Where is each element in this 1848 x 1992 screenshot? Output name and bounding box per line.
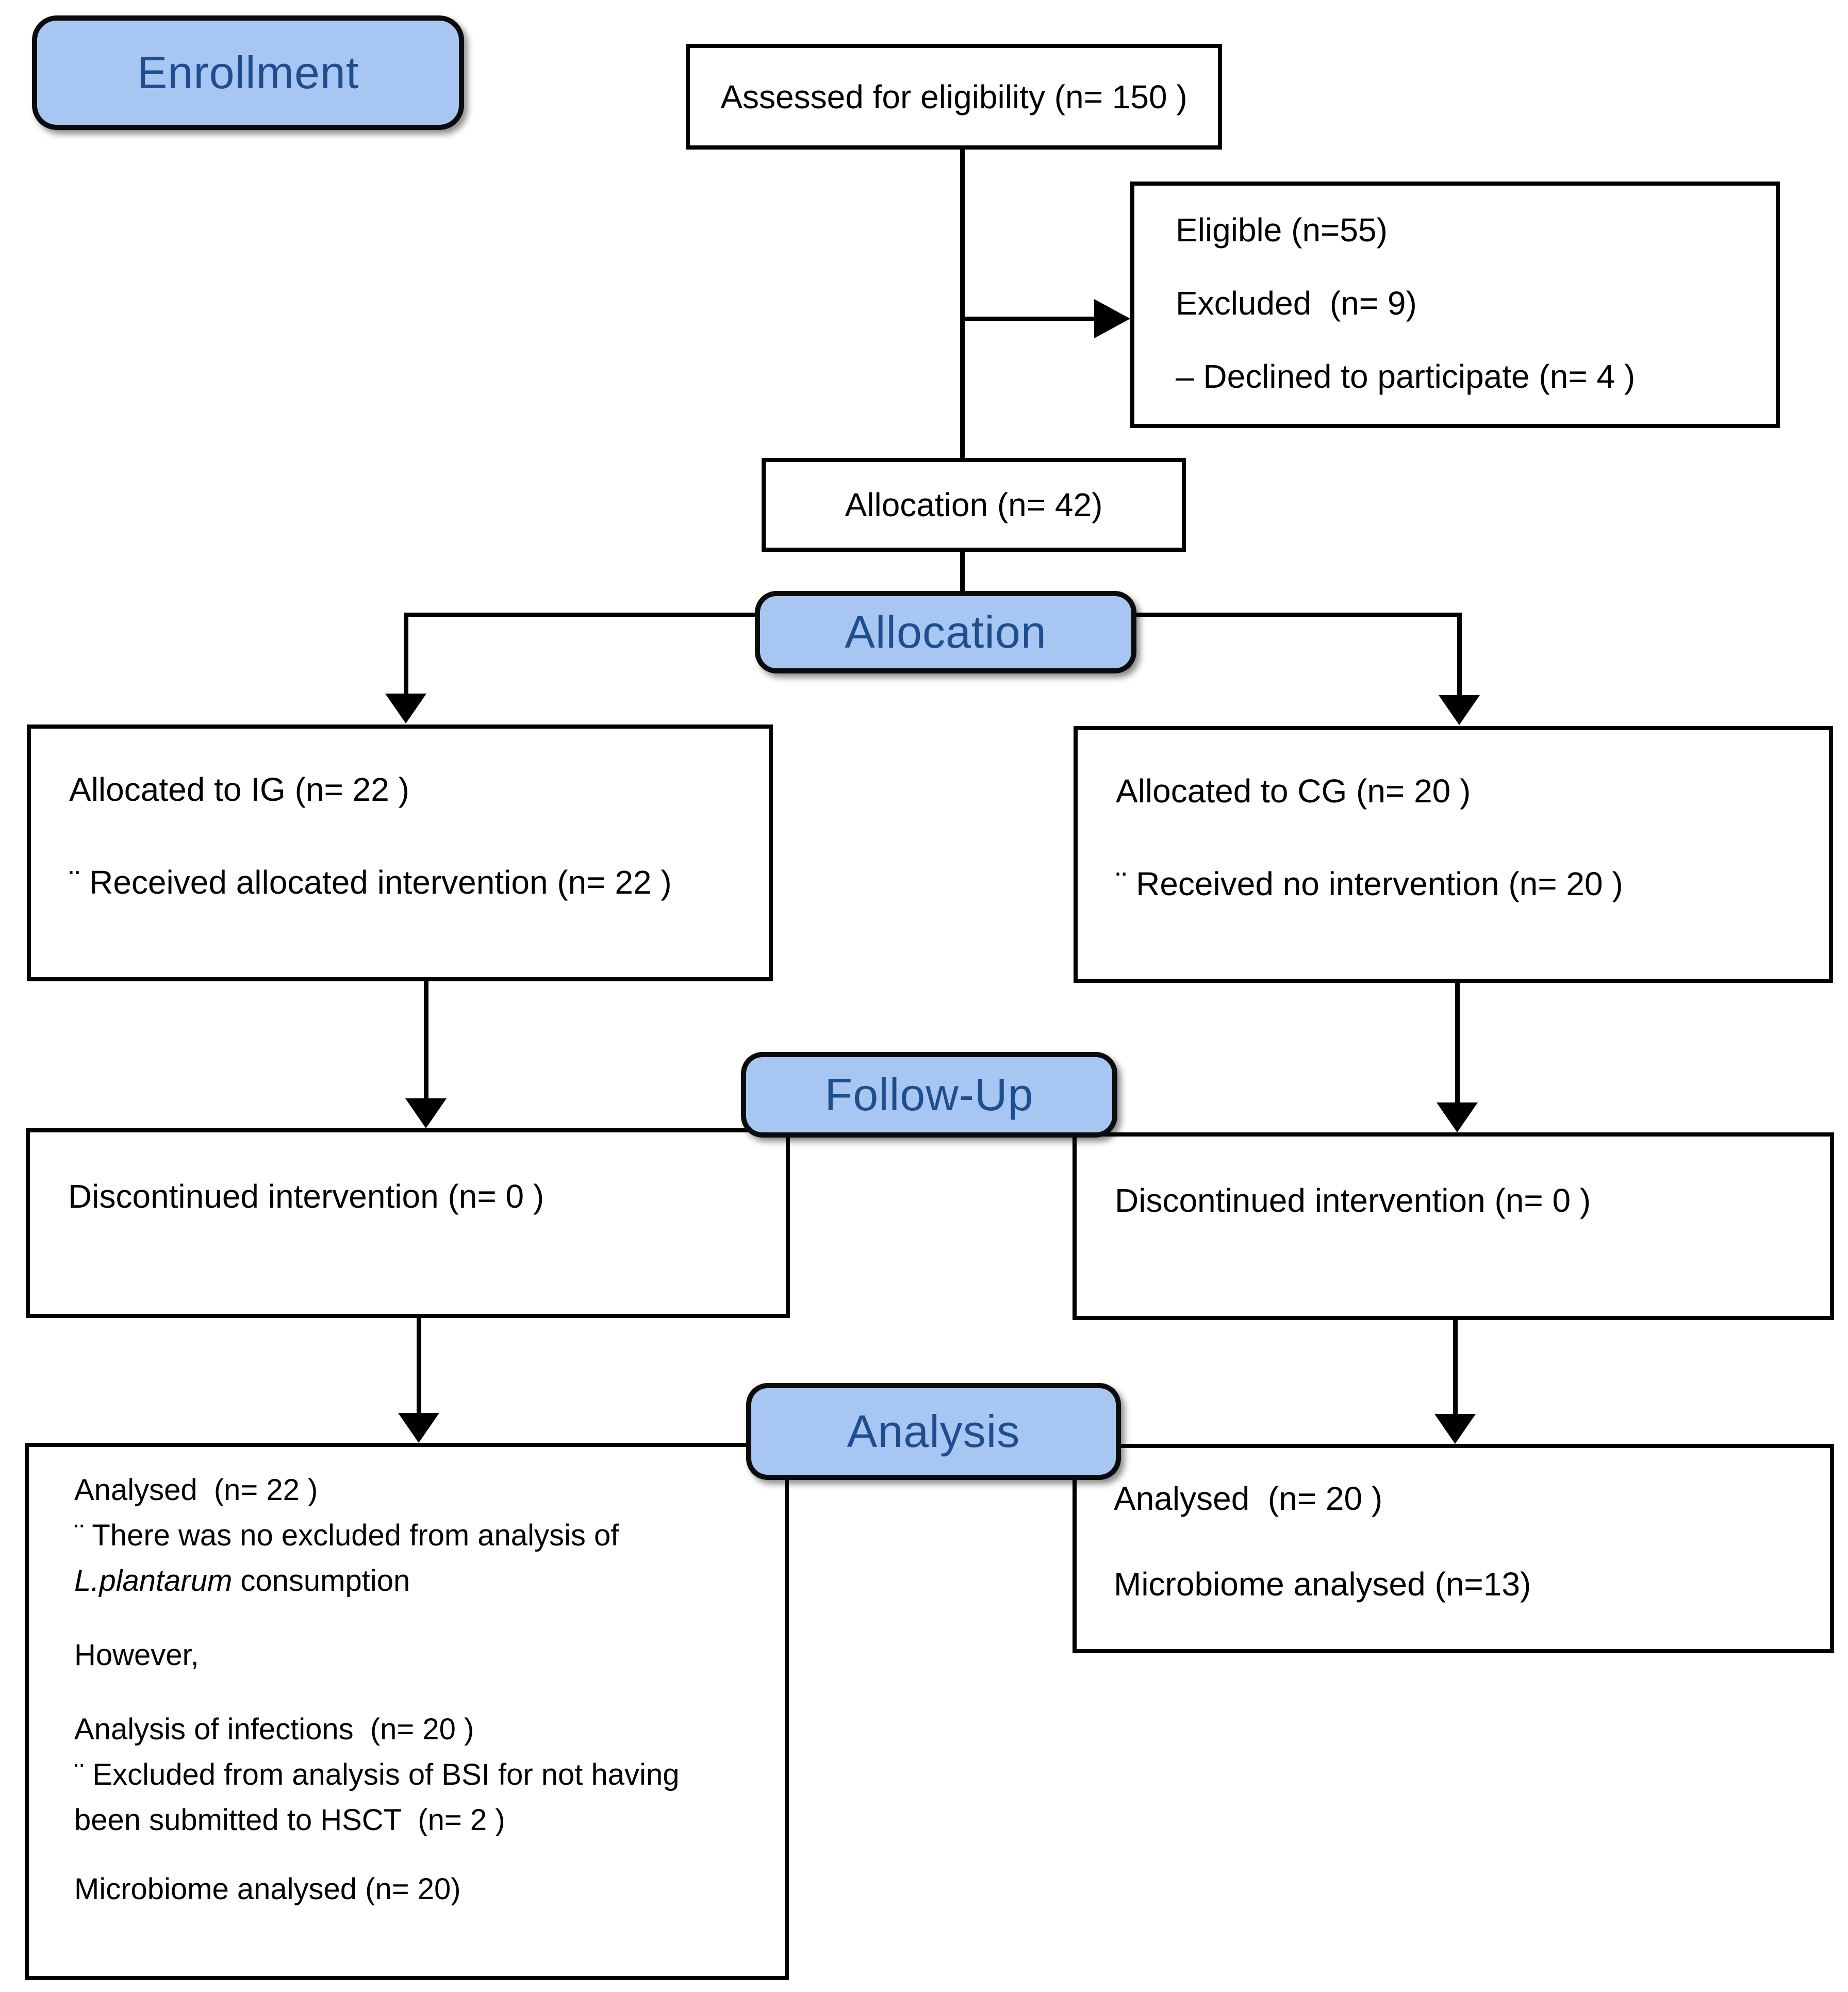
however-text: However, <box>74 1638 199 1672</box>
connector-followup-to-analysis-right <box>1453 1319 1458 1416</box>
stage-follow-up: Follow-Up <box>741 1052 1117 1138</box>
received-no-intervention-text: ¨ Received no intervention (n= 20 ) <box>1116 865 1623 902</box>
analysis-infections-text: Analysis of infections (n= 20 ) <box>74 1713 474 1746</box>
stage-follow-up-label: Follow-Up <box>824 1069 1034 1120</box>
allocation-total-text: Allocation (n= 42) <box>845 486 1103 523</box>
box-discontinued-ig: Discontinued intervention (n= 0 ) <box>26 1128 790 1318</box>
allocated-cg-text: Allocated to CG (n= 20 ) <box>1116 772 1471 810</box>
eligible-text: Eligible (n=55) <box>1176 211 1388 249</box>
received-intervention-text: ¨ Received allocated intervention (n= 22… <box>69 864 672 901</box>
no-excluded-text: ¨ There was no excluded from analysis of <box>74 1519 619 1552</box>
analysed-cg-text: Analysed (n= 20 ) <box>1114 1480 1383 1517</box>
connector-branch-left <box>404 613 408 696</box>
connector-cg-to-followup <box>1455 982 1460 1105</box>
connector-followup-to-analysis-left <box>417 1317 421 1415</box>
discontinued-cg-text: Discontinued intervention (n= 0 ) <box>1115 1182 1591 1219</box>
box-allocated-cg: Allocated to CG (n= 20 ) ¨ Received no i… <box>1074 726 1833 983</box>
connector-branch-right <box>1457 613 1462 697</box>
species-name: L.plantarum <box>74 1564 233 1598</box>
arrow-down-icon <box>1434 1414 1476 1444</box>
stage-analysis-label: Analysis <box>847 1406 1020 1457</box>
connector-assessed-to-allocation <box>960 150 965 459</box>
box-allocated-ig: Allocated to IG (n= 22 ) ¨ Received allo… <box>27 725 773 981</box>
lplantarum-consumption-text: L.plantarum consumption <box>74 1558 774 1604</box>
stage-allocation-label: Allocation <box>845 606 1047 657</box>
allocated-ig-text: Allocated to IG (n= 22 ) <box>69 771 409 808</box>
connector-allocation-to-stage <box>960 551 965 595</box>
box-eligible-excluded: Eligible (n=55) Excluded (n= 9) – Declin… <box>1130 182 1780 428</box>
declined-text: – Declined to participate (n= 4 ) <box>1176 358 1636 395</box>
discontinued-ig-text: Discontinued intervention (n= 0 ) <box>68 1178 544 1215</box>
box-analysis-cg: Analysed (n= 20 ) Microbiome analysed (n… <box>1072 1444 1834 1653</box>
microbiome-ig-text: Microbiome analysed (n= 20) <box>74 1872 461 1906</box>
excluded-bsi-text: ¨ Excluded from analysis of BSI for not … <box>74 1758 680 1791</box>
stage-enrollment-label: Enrollment <box>137 47 359 98</box>
arrow-down-icon <box>385 694 426 723</box>
stage-analysis: Analysis <box>746 1383 1121 1480</box>
box-assessed-for-eligibility: Assessed for eligibility (n= 150 ) <box>686 44 1222 150</box>
connector-to-excluded <box>962 317 1095 321</box>
species-rest: consumption <box>232 1564 410 1598</box>
box-discontinued-cg: Discontinued intervention (n= 0 ) <box>1072 1132 1834 1320</box>
hsct-text: been submitted to HSCT (n= 2 ) <box>74 1803 505 1837</box>
excluded-text: Excluded (n= 9) <box>1176 285 1417 322</box>
analysed-ig-text: Analysed (n= 22 ) <box>74 1473 318 1507</box>
arrow-down-icon <box>405 1098 447 1128</box>
box-allocation-total: Allocation (n= 42) <box>762 458 1186 552</box>
arrow-down-icon <box>398 1413 439 1443</box>
assessed-text: Assessed for eligibility (n= 150 ) <box>720 78 1187 116</box>
microbiome-cg-text: Microbiome analysed (n=13) <box>1114 1566 1531 1603</box>
stage-allocation: Allocation <box>755 591 1136 673</box>
arrow-down-icon <box>1439 695 1480 725</box>
connector-ig-to-followup <box>424 980 428 1100</box>
box-analysis-ig: Analysed (n= 22 ) ¨ There was no exclude… <box>25 1443 789 1980</box>
stage-enrollment: Enrollment <box>32 15 464 130</box>
arrow-right-icon <box>1094 299 1130 338</box>
arrow-down-icon <box>1437 1102 1478 1132</box>
